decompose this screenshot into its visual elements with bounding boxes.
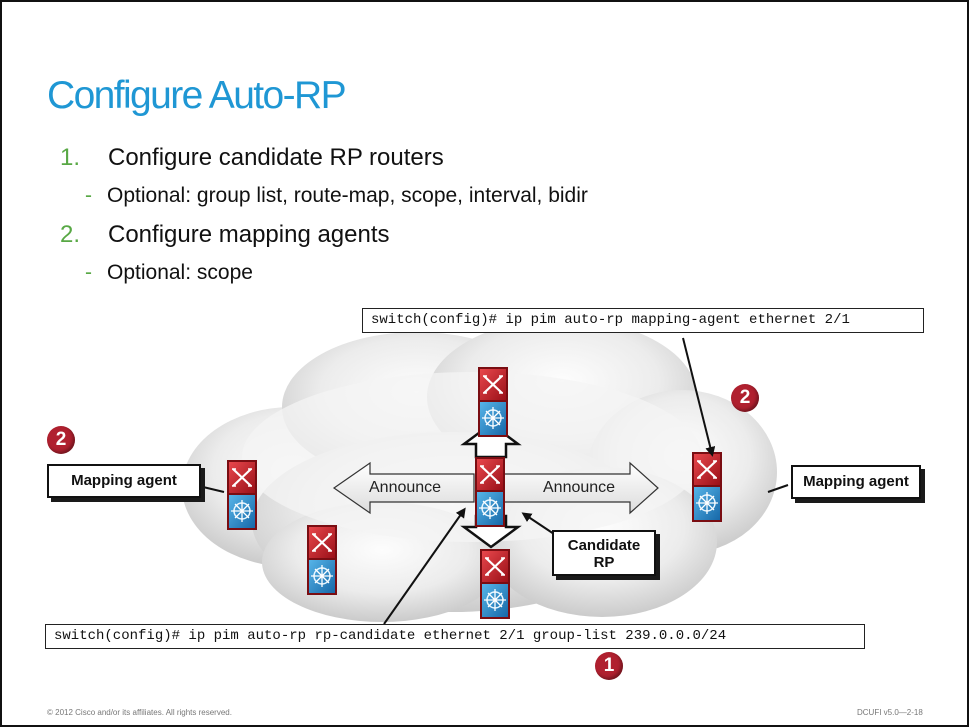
pointer-line-candidate-rp [521, 512, 558, 537]
bullet-1-number: 1. [60, 144, 81, 171]
bullet-2-sub-dash: - [85, 261, 92, 284]
router-bottom [478, 547, 512, 621]
router-mapping-agent-right [690, 450, 724, 524]
router-candidate-rp [473, 455, 507, 529]
mapping-agent-command: switch(config)# ip pim auto-rp mapping-a… [362, 308, 924, 333]
step-badge-right: 2 [731, 384, 759, 412]
router-mapping-agent-left [225, 458, 259, 532]
candidate-rp-label-line1: Candidate [567, 537, 641, 554]
bullet-2-number: 2. [60, 221, 81, 248]
bullet-1-sub-text: Optional: group list, route-map, scope, … [107, 184, 588, 207]
bullet-1-sub-dash: - [85, 184, 92, 207]
announce-left-label: Announce [369, 479, 441, 496]
footer-course-id: DCUFI v5.0—2-18 [857, 708, 923, 717]
rp-candidate-command: switch(config)# ip pim auto-rp rp-candid… [45, 624, 865, 649]
pointer-line-mapping-cmd [682, 337, 716, 457]
pointer-line-mapping-left [202, 486, 225, 493]
announce-right-label: Announce [543, 479, 615, 496]
footer-copyright: © 2012 Cisco and/or its affiliates. All … [47, 708, 232, 717]
mapping-agent-right-label: Mapping agent [791, 465, 921, 499]
bullet-2-text: Configure mapping agents [108, 221, 390, 248]
slide-title: Configure Auto-RP [47, 74, 347, 117]
pointer-line-rp-candidate-cmd [383, 507, 466, 625]
announce-left-arrow [332, 461, 475, 515]
router-top [476, 365, 510, 439]
candidate-rp-label: Candidate RP [552, 530, 656, 576]
mapping-agent-left-label: Mapping agent [47, 464, 201, 498]
step-badge-left: 2 [47, 426, 75, 454]
pointer-line-mapping-right [767, 484, 789, 493]
step-badge-bottom: 1 [595, 652, 623, 680]
candidate-rp-label-line2: RP [593, 554, 615, 571]
bullet-2-sub-text: Optional: scope [107, 261, 253, 284]
announce-right-arrow [503, 461, 659, 515]
bullet-1-text: Configure candidate RP routers [108, 144, 444, 171]
router-left-bottom [305, 523, 339, 597]
